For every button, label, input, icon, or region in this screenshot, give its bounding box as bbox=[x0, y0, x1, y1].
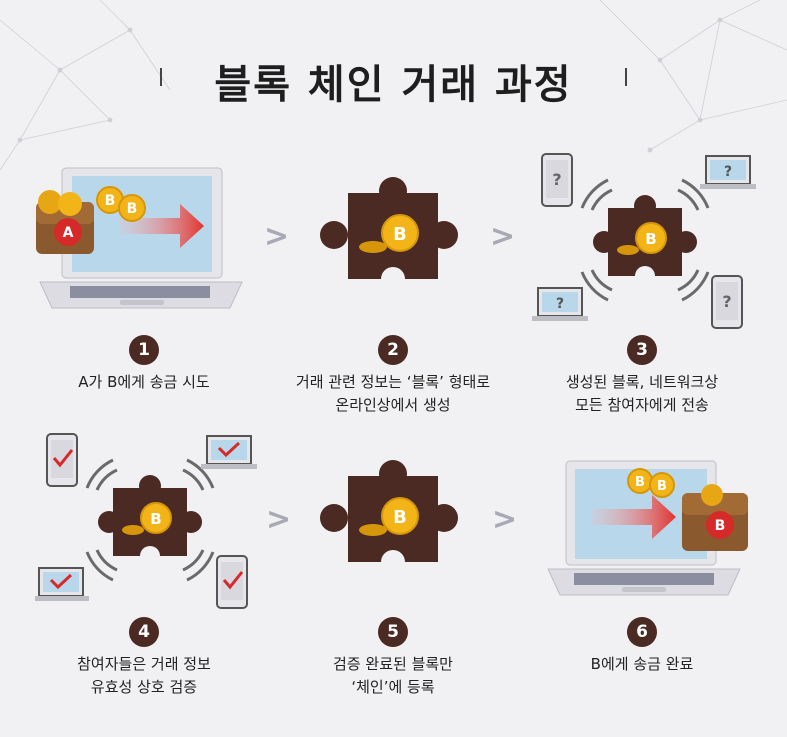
page-title: 블록 체인 거래 과정 bbox=[214, 62, 573, 108]
laptop-send-illustration: B B A bbox=[36, 167, 243, 309]
title-bar-left bbox=[160, 68, 162, 86]
puzzle-block-illustration: B bbox=[320, 177, 458, 291]
step-caption: 참여자들은 거래 정보 유효성 상호 검증 bbox=[77, 655, 211, 696]
flow-arrow: > bbox=[266, 502, 292, 537]
coin-symbol: B bbox=[393, 507, 407, 528]
receiver-label: B bbox=[715, 518, 726, 534]
broadcast-illustration: B ? ? ? ? bbox=[532, 153, 756, 329]
laptop-receive-illustration: B B B bbox=[547, 460, 748, 596]
step-caption: 생성된 블록, 네트워크상 모든 참여자에게 전송 bbox=[565, 373, 719, 414]
step-number-badge: 5 bbox=[378, 617, 408, 647]
coin-symbol: B bbox=[645, 230, 656, 248]
question-mark: ? bbox=[724, 164, 732, 180]
step-3: 3 생성된 블록, 네트워크상 모든 참여자에게 전송 bbox=[522, 335, 762, 417]
step-number-badge: 1 bbox=[129, 335, 159, 365]
step-number-badge: 6 bbox=[627, 617, 657, 647]
sender-label: A bbox=[63, 225, 74, 241]
verification-illustration: B bbox=[35, 433, 257, 609]
step-caption: 검증 완료된 블록만 ‘체인’에 등록 bbox=[333, 655, 453, 696]
coin-symbol: B bbox=[127, 201, 138, 217]
step-caption: B에게 송금 완료 bbox=[590, 655, 694, 673]
step-1: 1 A가 B에게 송금 시도 bbox=[24, 335, 264, 394]
question-mark: ? bbox=[556, 296, 564, 312]
step-4: 4 참여자들은 거래 정보 유효성 상호 검증 bbox=[24, 617, 264, 699]
flow-arrow: > bbox=[264, 219, 290, 254]
question-mark: ? bbox=[552, 170, 561, 189]
step-6: 6 B에게 송금 완료 bbox=[522, 617, 762, 676]
puzzle-block-illustration: B bbox=[320, 460, 458, 574]
coin-symbol: B bbox=[105, 193, 116, 209]
step-number-badge: 2 bbox=[378, 335, 408, 365]
flow-arrow: > bbox=[492, 502, 518, 537]
coin-symbol: B bbox=[150, 510, 161, 528]
question-mark: ? bbox=[722, 292, 731, 311]
step-5: 5 검증 완료된 블록만 ‘체인’에 등록 bbox=[273, 617, 513, 699]
coin-symbol: B bbox=[657, 479, 667, 494]
step-caption: A가 B에게 송금 시도 bbox=[78, 373, 210, 391]
step-caption: 거래 관련 정보는 ‘블록’ 형태로 온라인상에서 생성 bbox=[295, 373, 491, 414]
title-bar-right bbox=[625, 68, 627, 86]
coin-symbol: B bbox=[635, 475, 645, 490]
flow-arrow: > bbox=[490, 219, 516, 254]
step-number-badge: 3 bbox=[627, 335, 657, 365]
coin-symbol: B bbox=[393, 224, 407, 245]
step-2: 2 거래 관련 정보는 ‘블록’ 형태로 온라인상에서 생성 bbox=[273, 335, 513, 417]
step-number-badge: 4 bbox=[129, 617, 159, 647]
